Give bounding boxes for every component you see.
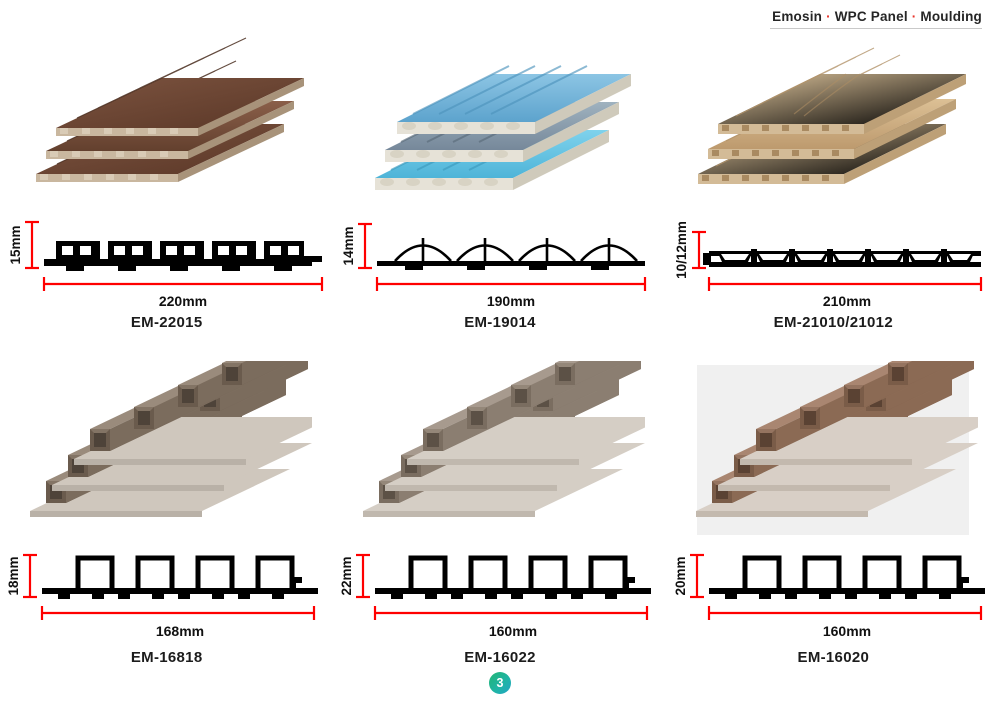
height-dimension-line <box>23 553 38 599</box>
height-label: 14mm <box>341 226 356 265</box>
product-cell-em-22015[interactable]: 15mm <box>0 34 333 331</box>
grey-brown-square-tube-fluted-panels-photo <box>22 361 312 537</box>
width-dimension-line <box>707 277 982 291</box>
product-cell-em-19014[interactable]: 14mm <box>333 34 666 331</box>
profile-cross-section <box>708 555 985 599</box>
product-photo-wrap <box>17 359 317 539</box>
product-grid: 15mm <box>0 34 1000 666</box>
taupe-square-tube-fluted-panels-photo <box>355 361 645 537</box>
header-title: Emosin · WPC Panel · Moulding <box>772 9 982 24</box>
page-number-badge: 3 <box>489 672 511 694</box>
width-dimension-line <box>43 277 324 291</box>
width-label: 190mm <box>487 293 535 309</box>
height-dimension-line <box>25 220 40 270</box>
profile-cross-section <box>377 238 646 270</box>
height-dimension-line <box>691 230 706 270</box>
width-dimension-line <box>41 606 316 620</box>
dimension-drawing-em-16818: 18mm <box>0 539 333 649</box>
height-label: 18mm <box>6 556 21 595</box>
dimension-drawing-em-16022: 22mm <box>333 539 666 649</box>
height-dimension-line <box>356 553 371 599</box>
header-part-3: Moulding <box>920 9 982 24</box>
page-header: Emosin · WPC Panel · Moulding <box>0 0 1000 32</box>
height-dimension-line <box>689 553 704 599</box>
separator-dot-1: · <box>826 9 831 24</box>
width-dimension-line <box>707 606 982 620</box>
dimension-drawing-em-16020: 20mm <box>667 539 1000 649</box>
height-label: 10/12mm <box>674 221 689 279</box>
product-code: EM-16020 <box>797 649 870 666</box>
width-dimension-line <box>374 606 649 620</box>
product-photo-wrap <box>17 34 317 206</box>
width-label: 210mm <box>823 293 871 309</box>
dimension-drawing-em-21010-21012: 10/12mm <box>667 206 1000 316</box>
warm-brown-square-tube-fluted-panels-photo <box>688 361 979 537</box>
dimension-drawing-em-19014: 14mm <box>333 206 666 316</box>
product-photo-wrap <box>350 34 650 206</box>
height-dimension-line <box>358 222 373 270</box>
profile-cross-section <box>702 249 981 267</box>
product-cell-em-21010-21012[interactable]: 10/12mm <box>667 34 1000 331</box>
product-photo-wrap <box>683 34 983 206</box>
blue-wave-profile-wpc-panels-photo <box>355 36 645 204</box>
brand-name: Emosin <box>772 9 823 24</box>
separator-dot-2: · <box>911 9 917 24</box>
header-divider <box>770 28 982 29</box>
product-code: EM-19014 <box>464 314 536 331</box>
product-row-2: 18mm <box>0 359 1000 666</box>
product-photo-wrap <box>350 359 650 539</box>
light-oak-grain-wpc-panels-photo <box>688 36 978 204</box>
profile-cross-section <box>42 555 319 599</box>
width-label: 220mm <box>159 293 207 309</box>
dark-brown-fluted-wpc-panels-photo <box>22 36 312 204</box>
product-cell-em-16020[interactable]: 20mm <box>667 359 1000 666</box>
product-row-1: 15mm <box>0 34 1000 331</box>
width-label: 160mm <box>489 623 537 639</box>
product-code: EM-16022 <box>464 649 536 666</box>
product-photo-wrap <box>683 359 983 539</box>
dimension-drawing-em-22015: 15mm <box>0 206 333 316</box>
product-code: EM-16818 <box>130 649 203 666</box>
product-code: EM-22015 <box>130 314 203 331</box>
product-cell-em-16022[interactable]: 22mm <box>333 359 666 666</box>
product-code: EM-21010/21012 <box>773 314 893 331</box>
height-label: 22mm <box>339 556 354 595</box>
height-label: 20mm <box>673 556 688 595</box>
profile-cross-section <box>375 555 652 599</box>
product-cell-em-16818[interactable]: 18mm <box>0 359 333 666</box>
header-part-2: WPC Panel <box>834 9 908 24</box>
profile-cross-section <box>44 241 323 271</box>
width-label: 160mm <box>823 623 871 639</box>
height-label: 15mm <box>8 225 23 264</box>
width-label: 168mm <box>156 623 204 639</box>
width-dimension-line <box>376 277 647 291</box>
